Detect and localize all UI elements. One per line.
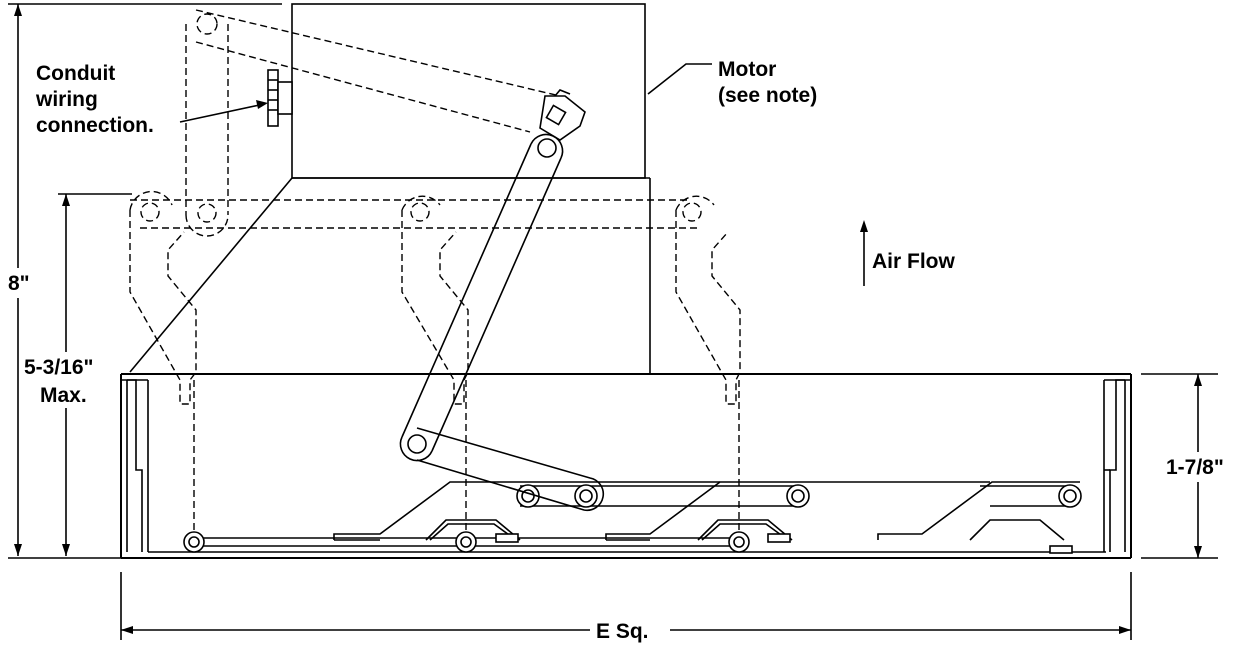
conduit-connector-icon: [267, 69, 293, 127]
motor-callout: Motor (see note): [647, 58, 817, 107]
dimension-overall-height: 8": [4, 3, 282, 556]
air-flow-arrow-icon: [860, 220, 868, 286]
dimension-frame-height: 1-7/8": [1141, 373, 1242, 559]
air-flow-label: Air Flow: [872, 250, 955, 273]
motor-label-line2: (see note): [718, 84, 817, 107]
dimension-blade-height: 5-3/16" Max.: [22, 193, 132, 556]
closed-blades: [333, 481, 1082, 554]
frame-height-label: 1-7/8": [1166, 456, 1224, 479]
motor-housing: [129, 3, 651, 374]
dimension-width: E Sq.: [120, 572, 1132, 643]
conduit-label-line2: wiring: [35, 88, 98, 111]
blade-height-label-line2: Max.: [40, 384, 87, 407]
blade-height-label-line1: 5-3/16": [24, 356, 94, 379]
conduit-callout: Conduit wiring connection.: [35, 62, 268, 137]
damper-frame: [120, 373, 1132, 559]
overall-height-label: 8": [8, 272, 30, 295]
width-label: E Sq.: [596, 620, 649, 643]
linkage-bar: [183, 531, 750, 553]
open-blades-dashed: [129, 9, 741, 532]
drive-arm: [399, 89, 605, 512]
conduit-label-line1: Conduit: [36, 62, 115, 85]
conduit-label-line3: connection.: [36, 114, 154, 137]
motor-label-line1: Motor: [718, 58, 776, 81]
